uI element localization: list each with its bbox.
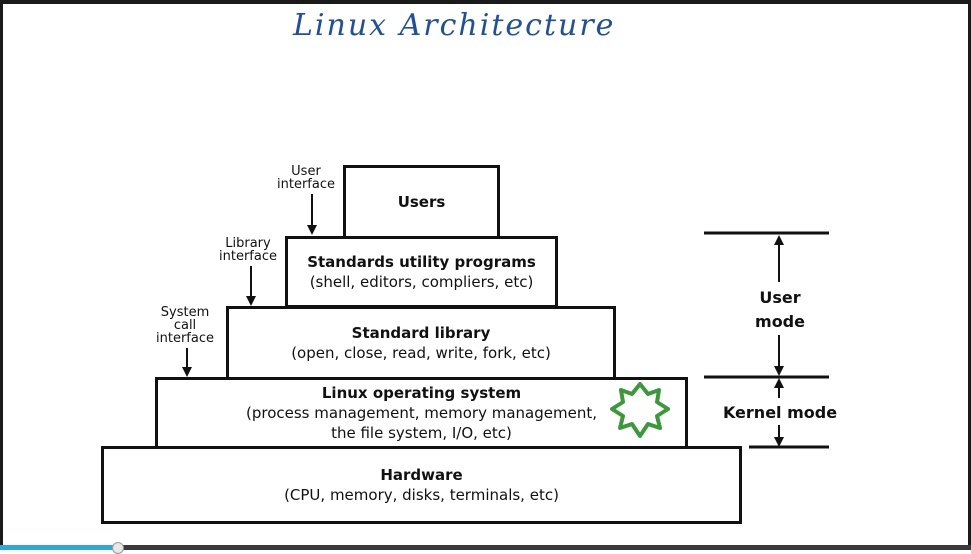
user-mode-label-line2: mode (755, 312, 805, 331)
window-top-border (0, 0, 971, 4)
playback-progress (0, 545, 117, 550)
system-call-interface-label: System call interface (146, 306, 224, 345)
starburst-icon (610, 382, 670, 438)
layer-users-title: Users (397, 193, 446, 211)
layer-standard-library-title: Standard library (351, 324, 491, 342)
layer-hardware-subtitle: (CPU, memory, disks, terminals, etc) (284, 486, 559, 504)
user-interface-label: User interface (268, 165, 344, 191)
user-mode-label: User mode (745, 286, 815, 334)
diagram-title: Linux Architecture (293, 8, 616, 43)
layer-standard-library-subtitle: (open, close, read, write, fork, etc) (291, 344, 551, 362)
layer-users: Users (343, 165, 500, 239)
kernel-mode-label: Kernel mode (712, 401, 848, 425)
layer-linux-os: Linux operating system (process manageme… (155, 377, 688, 449)
library-interface-label: Library interface (210, 237, 286, 263)
layer-linux-os-subtitle-line1: (process management, memory management, (246, 404, 597, 422)
layer-linux-os-title: Linux operating system (321, 384, 522, 402)
playback-scrub-handle[interactable] (112, 542, 124, 554)
layer-utility-programs-title: Standards utility programs (307, 253, 536, 271)
window-right-border (968, 0, 971, 550)
system-call-interface-label-line3: interface (156, 331, 214, 346)
layer-hardware-title: Hardware (380, 466, 463, 484)
user-interface-label-line1: User (291, 164, 321, 179)
layer-linux-os-subtitle-line2: the file system, I/O, etc) (331, 424, 512, 442)
layer-hardware: Hardware (CPU, memory, disks, terminals,… (101, 446, 742, 524)
layer-utility-programs-subtitle: (shell, editors, compliers, etc) (309, 273, 534, 291)
user-interface-label-line2: interface (277, 177, 335, 192)
library-interface-label-line1: Library (225, 236, 271, 251)
window-left-border (0, 0, 3, 550)
system-call-interface-label-line2: call (173, 318, 197, 333)
playback-bar[interactable] (0, 545, 971, 550)
library-interface-label-line2: interface (219, 249, 277, 264)
user-mode-label-line1: User (759, 288, 801, 307)
system-call-interface-label-line1: System (160, 305, 210, 320)
